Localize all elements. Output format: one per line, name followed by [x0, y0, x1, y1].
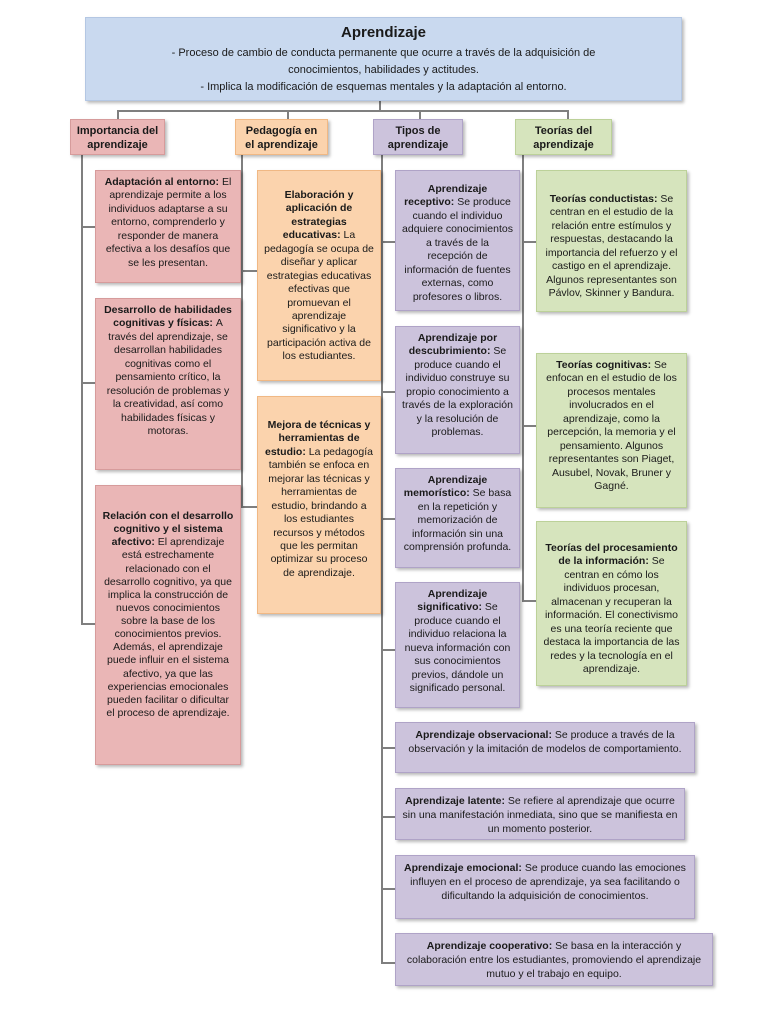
card-text: Se produce a través de la observación y … — [408, 729, 682, 756]
tipos-branch-2 — [381, 391, 395, 393]
pedagogia-branch-2 — [241, 506, 257, 508]
tipos-spine — [381, 155, 383, 963]
pedagogia-drop — [287, 110, 289, 119]
importancia-drop — [117, 110, 119, 119]
tipos-branch-1 — [381, 241, 395, 243]
header-tipos: Tipos de aprendizaje — [373, 119, 463, 155]
root-box: Aprendizaje - Proceso de cambio de condu… — [85, 17, 682, 101]
root-line-3: - Implica la modificación de esquemas me… — [200, 80, 567, 93]
importancia-branch-2 — [81, 382, 95, 384]
tipos-card-latente: Aprendizaje latente: Se refiere al apren… — [395, 788, 685, 840]
card-title: Aprendizaje cooperativo: — [426, 940, 556, 952]
teorias-card-conductistas: Teorías conductistas: Se centran en el e… — [536, 170, 687, 312]
card-title: Aprendizaje por descubrimiento: — [408, 332, 498, 358]
tipos-card-observacional: Aprendizaje observacional: Se produce a … — [395, 722, 695, 773]
card-title: Mejora de técnicas y herramientas de est… — [265, 419, 371, 458]
card-text: Se basa en la repetición y memorización … — [403, 487, 512, 554]
importancia-card-habilidades: Desarrollo de habilidades cognitivas y f… — [95, 298, 241, 470]
card-text: Se centran en el estudio de la relación … — [545, 193, 678, 300]
tipos-branch-7 — [381, 888, 395, 890]
card-title: Adaptación al entorno: — [104, 176, 222, 188]
card-text: Se produce cuando el individuo relaciona… — [404, 601, 511, 695]
root-line-1: - Proceso de cambio de conducta permanen… — [171, 46, 596, 59]
tipos-card-significativo: Aprendizaje significativo: Se produce cu… — [395, 582, 520, 708]
card-title: Teorías conductistas: — [549, 193, 661, 205]
root-line-2: conocimientos, habilidades y actitudes. — [288, 63, 479, 76]
teorias-branch-3 — [522, 600, 536, 602]
card-text: El aprendizaje permite a los individuos … — [105, 176, 232, 269]
root-connector-horizontal — [117, 110, 569, 112]
teorias-drop — [567, 110, 569, 119]
card-text: Se centran en cómo los individuos proces… — [543, 555, 680, 675]
card-text: La pedagogía también se enfoca en mejora… — [268, 445, 373, 579]
card-text: Se produce cuando el individuo construye… — [402, 345, 513, 439]
tipos-card-memoristico: Aprendizaje memorístico: Se basa en la r… — [395, 468, 520, 568]
card-title: Teorías del procesamiento de la informac… — [545, 542, 678, 568]
card-title: Aprendizaje significativo: — [417, 588, 488, 614]
card-title: Aprendizaje observacional: — [415, 729, 555, 741]
card-text: Se produce cuando las emociones influyen… — [410, 862, 686, 903]
header-teorias: Teorías del aprendizaje — [515, 119, 612, 155]
importancia-spine — [81, 155, 83, 624]
importancia-card-relacion: Relación con el desarrollo cognitivo y e… — [95, 485, 241, 765]
tipos-branch-6 — [381, 816, 395, 818]
tipos-card-emocional: Aprendizaje emocional: Se produce cuando… — [395, 855, 695, 919]
root-connector-vertical — [379, 101, 381, 111]
card-title: Desarrollo de habilidades cognitivas y f… — [104, 304, 232, 330]
teorias-spine — [522, 155, 524, 601]
card-text: Se refiere al aprendizaje que ocurre sin… — [402, 795, 678, 836]
card-text: Se enfocan en el estudio de los procesos… — [546, 359, 677, 492]
card-text: La pedagogía se ocupa de diseñar y aplic… — [264, 229, 374, 363]
tipos-card-descubrimiento: Aprendizaje por descubrimiento: Se produ… — [395, 326, 520, 454]
card-title: Elaboración y aplicación de estrategias … — [282, 189, 354, 242]
header-importancia: Importancia del aprendizaje — [70, 119, 165, 155]
header-pedagogia: Pedagogía en el aprendizaje — [235, 119, 328, 155]
tipos-card-receptivo: Aprendizaje receptivo: Se produce cuando… — [395, 170, 520, 311]
card-text: Se produce cuando el individuo adquiere … — [402, 196, 513, 303]
importancia-branch-3 — [81, 623, 95, 625]
card-title: Teorías cognitivas: — [556, 359, 654, 371]
card-text: A través del aprendizaje, se desarrollan… — [106, 317, 230, 437]
tipos-branch-5 — [381, 747, 395, 749]
teorias-card-procesamiento: Teorías del procesamiento de la informac… — [536, 521, 687, 686]
card-title: Aprendizaje receptivo: — [404, 183, 488, 209]
importancia-branch-1 — [81, 226, 95, 228]
teorias-branch-1 — [522, 241, 536, 243]
tipos-branch-3 — [381, 518, 395, 520]
card-title: Aprendizaje emocional: — [404, 862, 525, 874]
tipos-branch-8 — [381, 962, 395, 964]
pedagogia-spine — [241, 155, 243, 507]
teorias-branch-2 — [522, 425, 536, 427]
pedagogia-card-tecnicas: Mejora de técnicas y herramientas de est… — [257, 396, 381, 614]
tipos-drop — [419, 110, 421, 119]
card-title: Aprendizaje latente: — [405, 795, 508, 807]
pedagogia-card-estrategias: Elaboración y aplicación de estrategias … — [257, 170, 381, 381]
card-title: Relación con el desarrollo cognitivo y e… — [102, 510, 234, 549]
importancia-card-adaptacion: Adaptación al entorno: El aprendizaje pe… — [95, 170, 241, 283]
pedagogia-branch-1 — [241, 270, 257, 272]
card-text: El aprendizaje está estrechamente relaci… — [104, 536, 232, 719]
card-title: Aprendizaje memorístico: — [403, 474, 488, 500]
root-title: Aprendizaje — [340, 24, 427, 41]
card-text: Se basa en la interacción y colaboración… — [406, 940, 702, 981]
tipos-card-cooperativo: Aprendizaje cooperativo: Se basa en la i… — [395, 933, 713, 986]
teorias-card-cognitivas: Teorías cognitivas: Se enfocan en el est… — [536, 353, 687, 508]
tipos-branch-4 — [381, 649, 395, 651]
